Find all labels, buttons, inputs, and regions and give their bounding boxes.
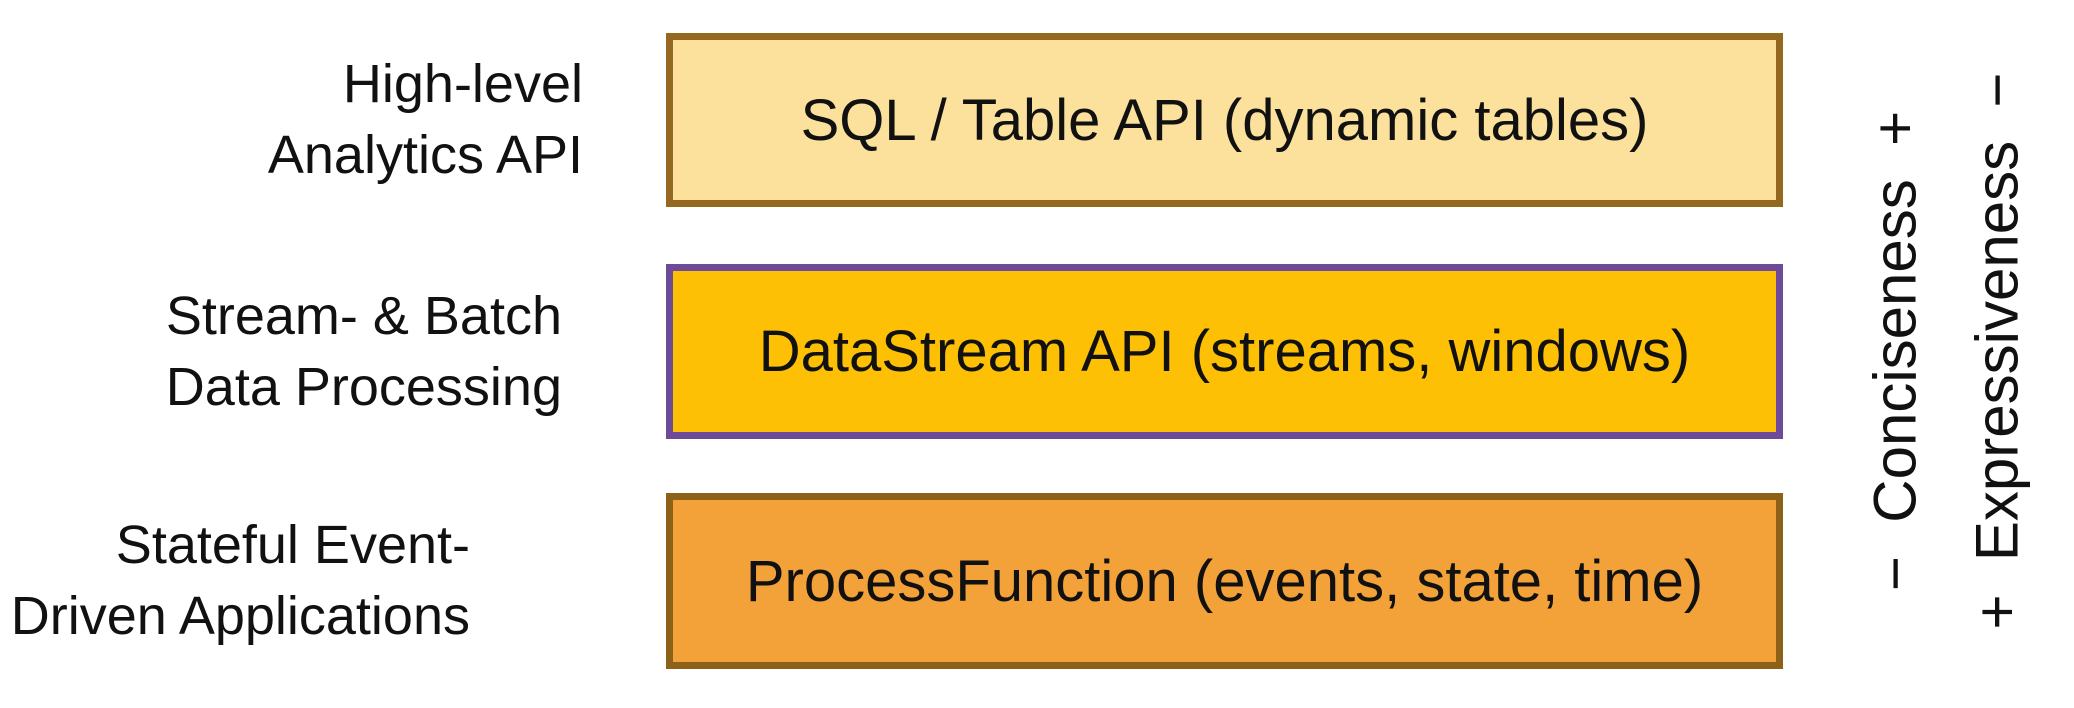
layer-label-line: Stateful Event- <box>115 515 470 576</box>
layer-label-line: Data Processing <box>165 356 562 417</box>
layer-label-stateful-event-driven: Stateful Event- Driven Applications <box>11 493 470 669</box>
box-text: SQL / Table API (dynamic tables) <box>800 87 1649 153</box>
layer-label-line: Stream- & Batch <box>165 285 562 346</box>
box-datastream-api: DataStream API (streams, windows) <box>666 264 1783 439</box>
layer-label-line: Driven Applications <box>10 586 470 646</box>
conciseness-axis-label: − Conciseness + <box>1861 110 1929 592</box>
expressiveness-axis-label: + Expressiveness − <box>1963 72 2031 630</box>
box-text: ProcessFunction (events, state, time) <box>745 548 1704 614</box>
layer-label-line: Analytics API <box>267 125 583 185</box>
layer-label-stream-batch-processing: Stream- & Batch Data Processing <box>166 264 562 439</box>
box-sql-table-api: SQL / Table API (dynamic tables) <box>666 33 1783 207</box>
box-text: DataStream API (streams, windows) <box>758 319 1691 384</box>
box-processfunction: ProcessFunction (events, state, time) <box>666 493 1783 669</box>
layer-label-line: High-level <box>342 54 583 115</box>
layer-label-high-level-analytics: High-level Analytics API <box>268 33 583 207</box>
